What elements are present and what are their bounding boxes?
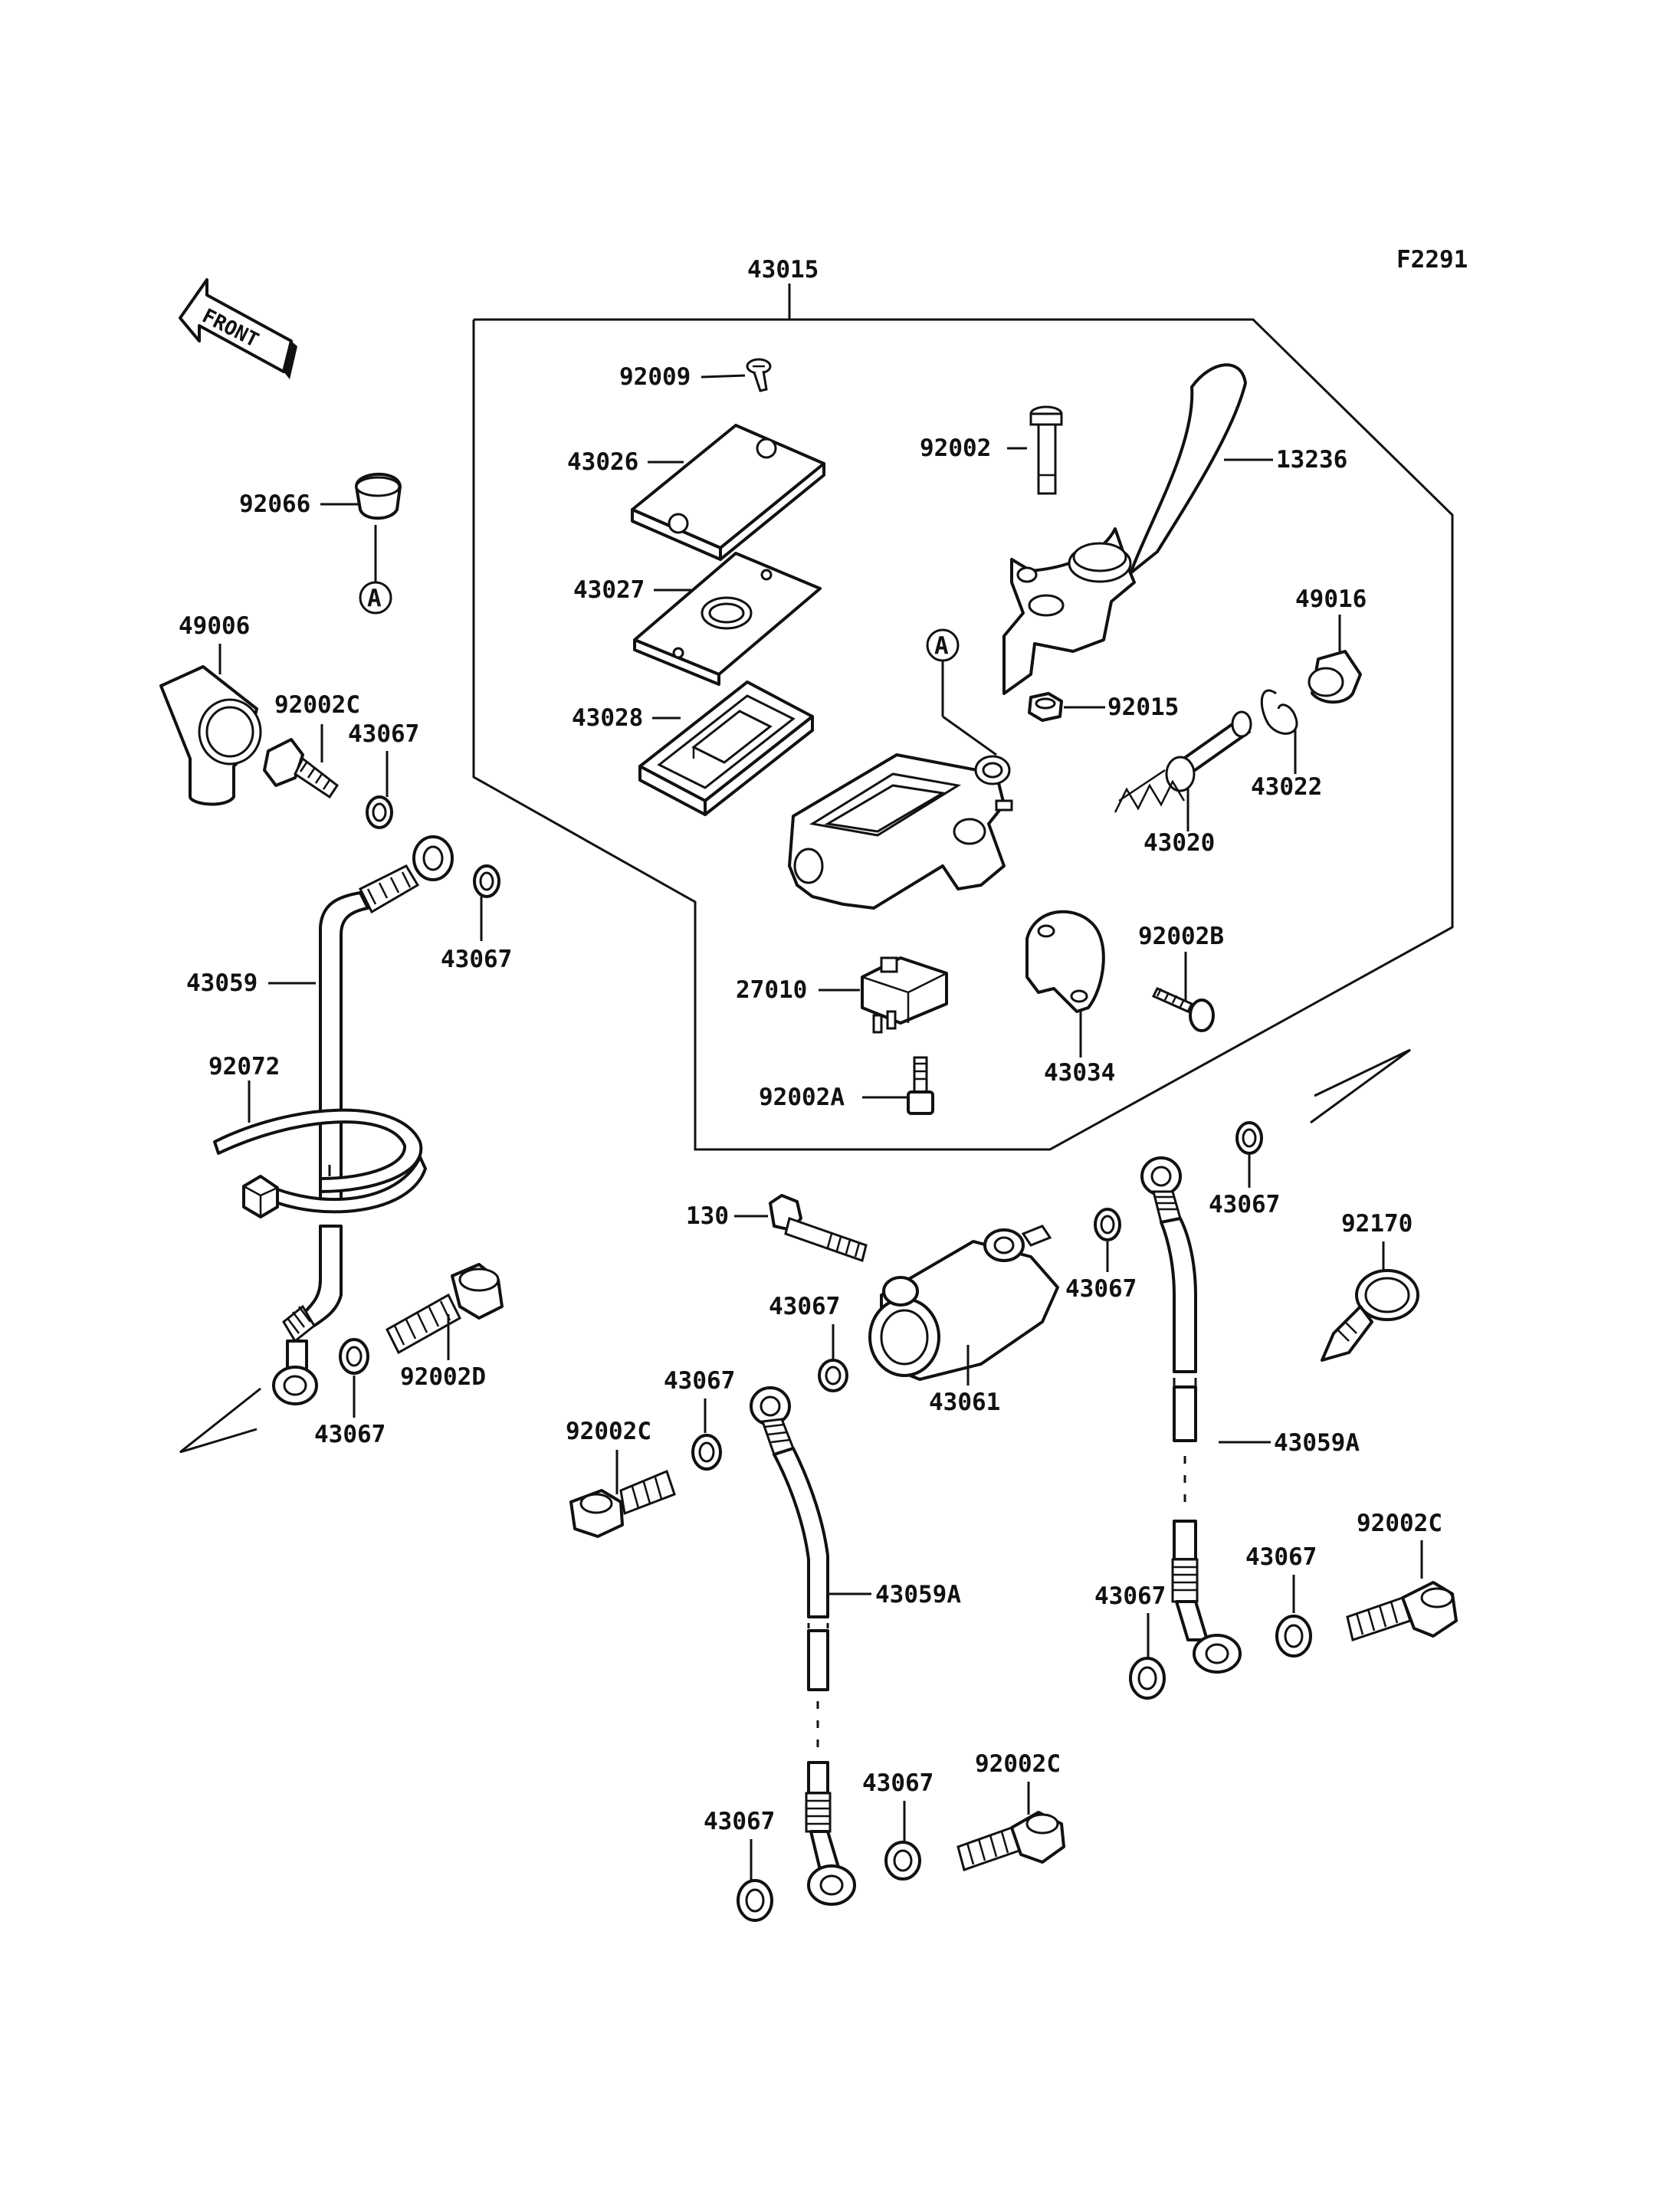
label-43015: 43015 (747, 256, 819, 284)
svg-text:43022: 43022 (1251, 773, 1322, 801)
dust-boot-49016: 49016 (1295, 585, 1367, 704)
callout-a-outer: A (359, 525, 392, 615)
pivot-bolt-92002: 92002 (920, 405, 1063, 495)
svg-text:92072: 92072 (208, 1053, 280, 1080)
callout-a-inner: A (926, 628, 997, 756)
svg-text:43067: 43067 (1209, 1191, 1280, 1218)
svg-text:43067: 43067 (1094, 1582, 1166, 1610)
reservoir-cover-43026: 43026 (567, 424, 825, 561)
bolt-130: 130 (686, 1194, 868, 1262)
brake-hose-43059: 43059 (186, 835, 454, 1405)
svg-text:92170: 92170 (1341, 1210, 1413, 1238)
diaphragm-plate-43027: 43027 (573, 552, 822, 686)
svg-text:92009: 92009 (619, 363, 691, 391)
bolt-92002b: 92002B (1138, 923, 1224, 1032)
svg-text:43067: 43067 (769, 1293, 840, 1320)
svg-text:92002D: 92002D (400, 1363, 486, 1391)
hose-clamp-92072: 92072 (208, 1053, 427, 1218)
piston-kit-43020: 43020 (1114, 710, 1252, 857)
assembly-boundary (472, 318, 1454, 1151)
svg-text:27010: 27010 (736, 976, 807, 1004)
washer-43067-k: 43067 (704, 1808, 775, 1922)
washer-43067-f: 43067 (1209, 1121, 1280, 1218)
svg-text:43020: 43020 (1144, 829, 1215, 857)
diaphragm-43028: 43028 (572, 680, 814, 816)
washer-43067-b: 43067 (441, 864, 512, 973)
svg-text:43067: 43067 (441, 946, 512, 973)
washer-43067-e: 43067 (1065, 1208, 1137, 1303)
clutch-switch-body-43061: 43061 (868, 1225, 1059, 1416)
nut-92015: 92015 (1028, 692, 1179, 722)
bolt-92002d: 92002D (386, 1263, 504, 1391)
svg-text:43067: 43067 (862, 1769, 934, 1797)
svg-text:92002C: 92002C (274, 691, 360, 719)
svg-text:92002C: 92002C (975, 1750, 1061, 1778)
svg-text:92002C: 92002C (566, 1418, 651, 1445)
svg-text:13236: 13236 (1276, 446, 1347, 474)
clamp-92170: 92170 (1321, 1210, 1419, 1362)
svg-text:A: A (367, 585, 382, 612)
bolt-92002c-right: 92002C (1346, 1510, 1458, 1641)
svg-text:43059: 43059 (186, 969, 258, 997)
svg-text:92002B: 92002B (1138, 923, 1224, 950)
washer-43067-d: 43067 (769, 1293, 848, 1392)
svg-text:92015: 92015 (1107, 694, 1179, 721)
washer-43067-g: 43067 (1245, 1543, 1317, 1658)
svg-text:43061: 43061 (929, 1389, 1000, 1416)
washer-43067-c: 43067 (314, 1338, 386, 1448)
svg-text:43059A: 43059A (875, 1581, 961, 1608)
svg-text:92002A: 92002A (759, 1084, 845, 1111)
hose-break-line-right (1310, 1048, 1411, 1124)
washer-43067-h: 43067 (1094, 1582, 1166, 1700)
svg-text:92002: 92002 (920, 434, 991, 462)
svg-text:43067: 43067 (1245, 1543, 1317, 1571)
svg-text:43067: 43067 (664, 1367, 735, 1395)
svg-text:A: A (934, 632, 949, 660)
svg-text:49006: 49006 (179, 612, 250, 640)
bolt-92002c-center: 92002C (566, 1418, 676, 1538)
svg-text:43067: 43067 (314, 1421, 386, 1448)
svg-text:43026: 43026 (567, 448, 638, 476)
svg-text:43027: 43027 (573, 576, 645, 604)
washer-43067-a: 43067 (348, 720, 419, 829)
diagram-id: F2291 (1396, 246, 1468, 274)
cap-92066: 92066 (239, 472, 402, 520)
hose-break-line-left (179, 1387, 261, 1454)
svg-text:43059A: 43059A (1274, 1429, 1360, 1457)
brake-lever-13236: 13236 (1002, 363, 1347, 695)
circlip-43022: 43022 (1251, 689, 1322, 801)
master-cylinder-body (788, 753, 1013, 910)
svg-text:49016: 49016 (1295, 585, 1367, 613)
svg-text:43034: 43034 (1044, 1059, 1115, 1087)
reservoir-boot-49006: 49006 (159, 612, 262, 806)
washer-43067-i: 43067 (664, 1367, 735, 1471)
clamp-43034: 43034 (1025, 910, 1115, 1087)
bolt-92002c-lower: 92002C (956, 1750, 1065, 1871)
svg-text:43067: 43067 (348, 720, 419, 748)
svg-text:92002C: 92002C (1357, 1510, 1442, 1537)
washer-43067-j: 43067 (862, 1769, 934, 1881)
svg-text:130: 130 (686, 1202, 729, 1230)
bolt-92002c-upper: 92002C (263, 691, 360, 799)
svg-text:92066: 92066 (239, 490, 310, 518)
svg-text:43067: 43067 (1065, 1275, 1137, 1303)
brake-hose-43059a-center: 43059A (750, 1386, 961, 1906)
svg-text:43028: 43028 (572, 704, 643, 732)
switch-27010: 27010 (736, 956, 948, 1034)
front-direction-arrow: FRONT (179, 278, 297, 379)
svg-text:43067: 43067 (704, 1808, 775, 1835)
screw-92002a: 92002A (759, 1056, 934, 1115)
brake-hose-43059a-right: 43059A (1140, 1156, 1360, 1674)
screw-92009: 92009 (619, 358, 772, 392)
